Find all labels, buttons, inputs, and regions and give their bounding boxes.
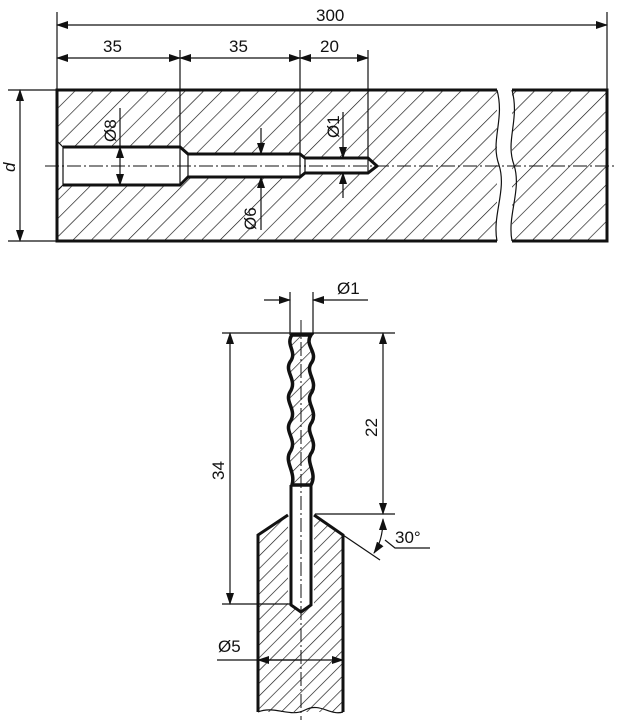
dimensions-top: 300 35 35 20 d Ø8 Ø6 Ø1: [0, 6, 608, 242]
micro-drill: [286, 320, 316, 720]
len-flute: 22: [362, 418, 381, 437]
dia-drill: Ø1: [337, 279, 360, 298]
dia-large: Ø8: [101, 119, 120, 142]
dia-small: Ø1: [324, 115, 343, 138]
dim-seg3: 20: [320, 37, 339, 56]
len-total: 34: [209, 461, 228, 480]
workpiece-section: [45, 88, 615, 243]
dim-height-d: d: [0, 162, 19, 172]
dim-total-300: 300: [316, 6, 344, 25]
dimensions-drill: Ø1 34 22 30° Ø5: [209, 279, 430, 664]
angle-30: 30°: [395, 528, 421, 547]
dia-holder: Ø5: [218, 637, 241, 656]
dim-seg1: 35: [103, 37, 122, 56]
dim-seg2: 35: [229, 37, 248, 56]
dia-mid: Ø6: [241, 207, 260, 230]
